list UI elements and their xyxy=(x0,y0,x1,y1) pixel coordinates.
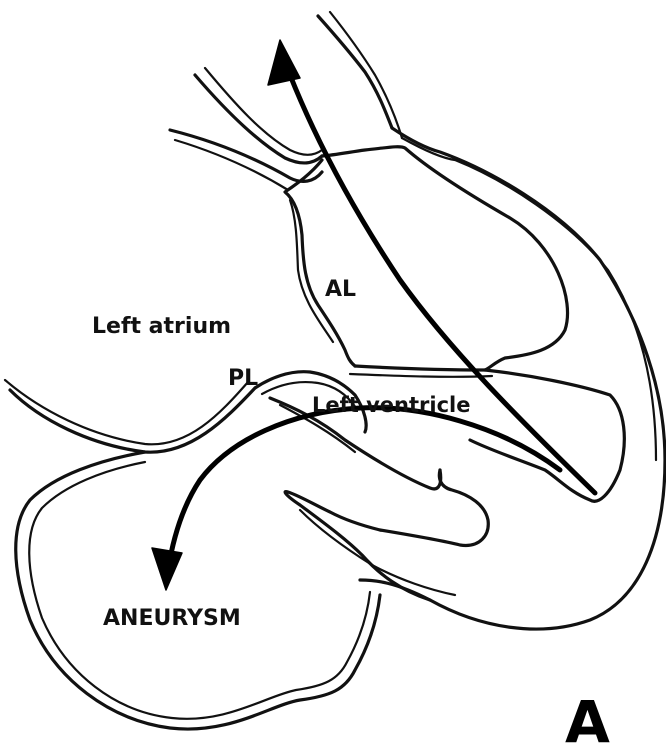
aortic-root-walls xyxy=(170,12,402,190)
panel-label: A xyxy=(565,688,610,747)
label-left-ventricle: Left ventricle xyxy=(312,393,470,417)
posterior-leaflet xyxy=(255,372,441,489)
anterior-leaflet-walls xyxy=(285,147,568,377)
ventricle-interior-walls xyxy=(285,470,488,600)
atrium-aneurysm-wall xyxy=(5,380,380,729)
label-anterior-leaflet: AL xyxy=(325,277,356,302)
label-aneurysm: ANEURYSM xyxy=(103,606,241,631)
label-left-atrium: Left atrium xyxy=(92,314,231,339)
label-posterior-leaflet: PL xyxy=(228,366,258,391)
aneurysm-flow-arrow xyxy=(152,408,560,590)
left-ventricle-wall xyxy=(360,128,665,629)
